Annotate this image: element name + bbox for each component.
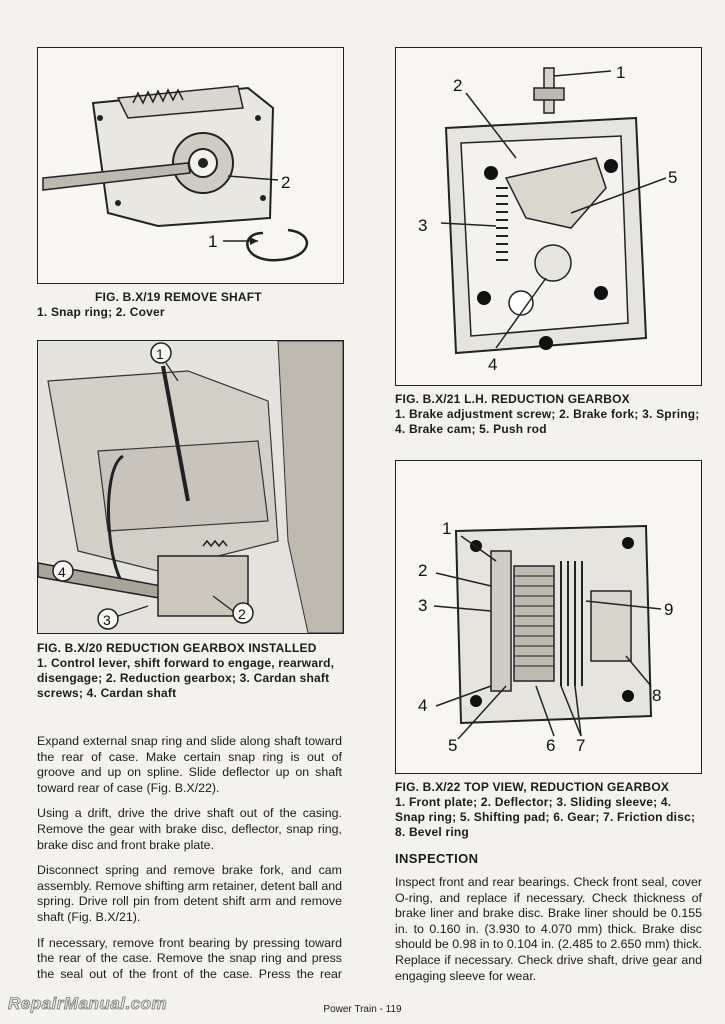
fig22-callout-5: 5: [448, 736, 457, 755]
page-footer: Power Train - 119: [323, 1004, 402, 1015]
fig21-callout-1: 1: [616, 63, 625, 82]
fig22-callout-8: 8: [652, 686, 661, 705]
figure-22-description: 1. Front plate; 2. Deflector; 3. Sliding…: [395, 795, 696, 839]
paragraph: Expand external snap ring and slide alon…: [37, 734, 342, 795]
figure-19-description: 1. Snap ring; 2. Cover: [37, 305, 165, 319]
figure-21-caption: FIG. B.X/21 L.H. REDUCTION GEARBOX 1. Br…: [395, 392, 703, 437]
fig20-callout-4: 4: [58, 564, 66, 580]
figure-21-title: FIG. B.X/21 L.H. REDUCTION GEARBOX: [395, 392, 630, 406]
figure-21-description: 1. Brake adjustment screw; 2. Brake fork…: [395, 407, 700, 436]
fig20-callout-2: 2: [238, 606, 246, 622]
watermark-logo: RepairManual.com: [8, 994, 168, 1014]
fig20-callout-1: 1: [156, 346, 164, 362]
figure-20-caption: FIG. B.X/20 REDUCTION GEARBOX INSTALLED …: [37, 641, 342, 701]
figure-20-gearbox-installed: 1 4 3 2: [37, 340, 344, 634]
figure-19-title: FIG. B.X/19 REMOVE SHAFT: [95, 290, 262, 304]
fig22-callout-1: 1: [442, 519, 451, 538]
figure-19-caption: FIG. B.X/19 REMOVE SHAFT 1. Snap ring; 2…: [37, 290, 342, 320]
fig22-callout-2: 2: [418, 561, 427, 580]
paragraph: Inspect front and rear bearings. Check f…: [395, 875, 702, 983]
inspection-text: Inspect front and rear bearings. Check f…: [395, 875, 702, 994]
fig22-callout-7: 7: [576, 736, 585, 755]
figure-22-caption: FIG. B.X/22 TOP VIEW, REDUCTION GEARBOX …: [395, 780, 703, 840]
inspection-heading: INSPECTION: [395, 851, 479, 866]
figure-22-illustration: 1 2 3 4 5 6 7 8 9: [418, 519, 673, 755]
fig21-callout-2: 2: [453, 76, 462, 95]
fig19-callout-1: 1: [208, 232, 217, 251]
figure-22-top-view-gearbox: 1 2 3 4 5 6 7 8 9: [395, 460, 702, 774]
fig21-callout-5: 5: [668, 168, 677, 187]
figure-20-description: 1. Control lever, shift forward to engag…: [37, 656, 335, 700]
paragraph: Using a drift, drive the drive shaft out…: [37, 806, 342, 852]
paragraph: If necessary, remove front bearing by pr…: [37, 935, 342, 981]
figure-21-illustration: 1 2 3 5 4: [418, 63, 677, 374]
figure-19-illustration: 2 1: [42, 85, 308, 262]
fig21-callout-3: 3: [418, 216, 427, 235]
fig19-callout-2: 2: [281, 173, 290, 192]
figure-22-title: FIG. B.X/22 TOP VIEW, REDUCTION GEARBOX: [395, 780, 670, 794]
fig20-callout-3: 3: [103, 612, 111, 628]
figure-19-remove-shaft: 2 1: [37, 47, 344, 284]
fig22-callout-9: 9: [664, 600, 673, 619]
paragraph: Disconnect spring and remove brake fork,…: [37, 863, 342, 924]
figure-21-lh-reduction-gearbox: 1 2 3 5 4: [395, 47, 702, 386]
fig22-callout-4: 4: [418, 696, 427, 715]
fig22-callout-3: 3: [418, 596, 427, 615]
fig22-callout-6: 6: [546, 736, 555, 755]
fig21-callout-4: 4: [488, 355, 497, 374]
figure-20-title: FIG. B.X/20 REDUCTION GEARBOX INSTALLED: [37, 641, 317, 655]
left-column-text: Expand external snap ring and slide alon…: [37, 734, 342, 992]
figure-20-illustration: 1 4 3 2: [38, 341, 343, 633]
